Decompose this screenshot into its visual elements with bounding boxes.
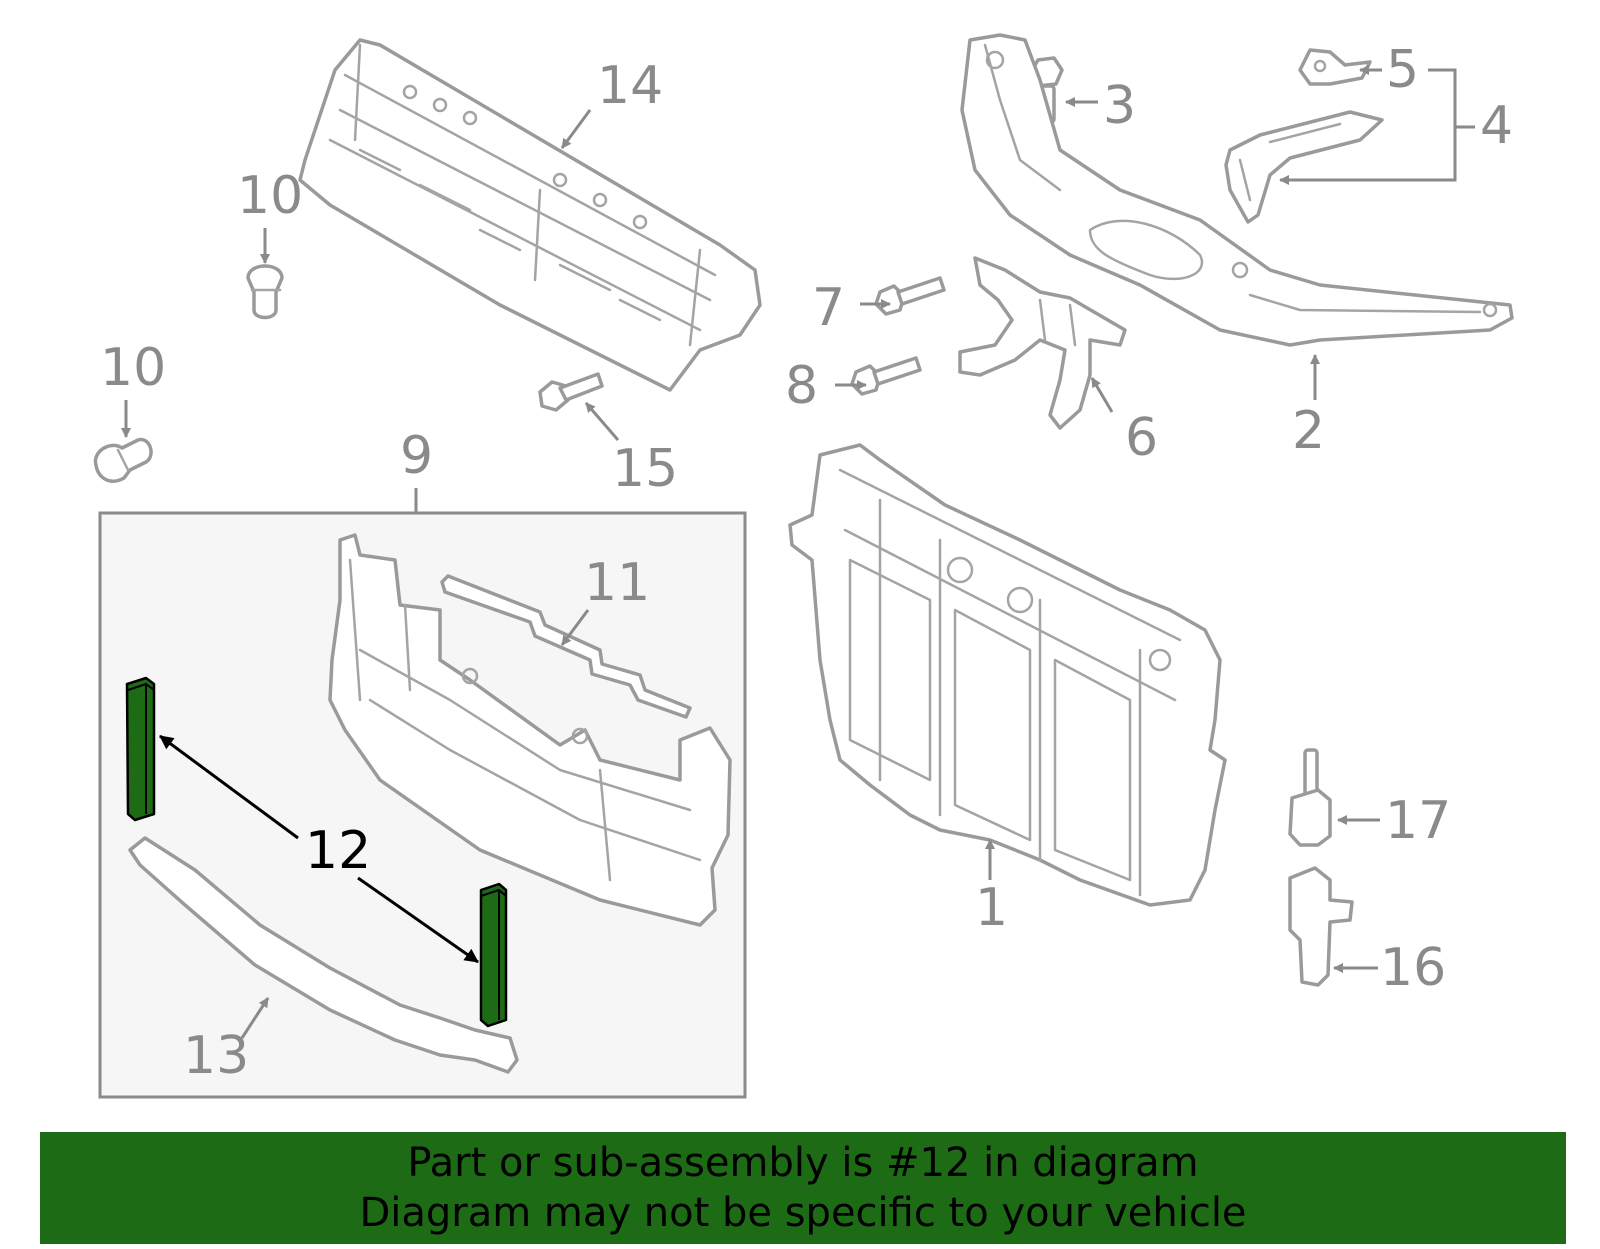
callout-8: 8 (785, 356, 818, 416)
callout-11: 11 (584, 553, 650, 613)
part-13-absorber (128, 836, 519, 1074)
part-11-strip (440, 574, 692, 719)
part-7-bolt (874, 276, 946, 316)
callout-labels: 14 10 10 15 3 5 4 7 8 6 2 9 11 1 17 16 1… (100, 40, 1513, 1086)
part-4-bracket (1224, 110, 1384, 224)
part-10-clip-upper (246, 264, 284, 320)
banner-line-2: Diagram may not be specific to your vehi… (359, 1190, 1247, 1236)
part-10-clip-lower (93, 437, 153, 483)
part-1-radiator-support (788, 443, 1227, 907)
callout-16: 16 (1380, 938, 1446, 998)
part-12-left-highlighted (125, 676, 156, 822)
callout-6: 6 (1125, 408, 1158, 468)
part-16-bracket (1288, 866, 1354, 987)
banner-line-1: Part or sub-assembly is #12 in diagram (407, 1140, 1199, 1186)
callout-12-highlighted: 12 (305, 821, 371, 881)
part-8-bolt (850, 356, 922, 396)
part-12-right-highlighted (479, 882, 508, 1028)
callout-14: 14 (597, 56, 663, 116)
callout-9: 9 (400, 426, 433, 486)
callout-17: 17 (1385, 791, 1451, 851)
callout-10-lower: 10 (100, 338, 166, 398)
part-15-bolt (538, 372, 604, 412)
callout-1: 1 (975, 878, 1008, 938)
info-banner: Part or sub-assembly is #12 in diagram D… (40, 1132, 1566, 1244)
callout-5: 5 (1386, 40, 1419, 100)
callout-7: 7 (812, 278, 845, 338)
callout-3: 3 (1103, 76, 1136, 136)
part-17-sensor (1288, 748, 1332, 847)
callout-10-upper: 10 (237, 166, 303, 226)
part-14-upper-deflector (298, 38, 762, 392)
callout-15: 15 (612, 439, 678, 499)
callout-13: 13 (183, 1026, 249, 1086)
leader-lines (121, 65, 1475, 1039)
part-2-upper-tie-bar (960, 33, 1514, 347)
part-5-bracket (1298, 48, 1372, 86)
part-6-bracket (958, 256, 1127, 430)
part-9-bumper-carrier (328, 533, 732, 927)
callout-2: 2 (1292, 401, 1325, 461)
callout-4: 4 (1480, 96, 1513, 156)
